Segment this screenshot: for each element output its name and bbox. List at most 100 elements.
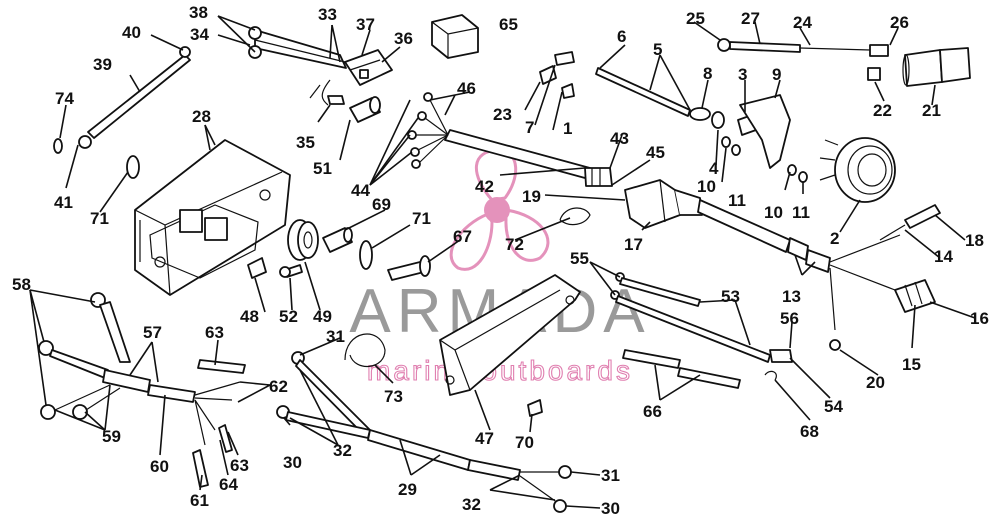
part-28-control-box [134, 139, 291, 296]
part-11-washer-right [798, 171, 808, 183]
part-36-connector [344, 49, 393, 86]
part-47-regulator [439, 274, 581, 396]
label-10b: 10 [764, 203, 783, 222]
label-39: 39 [93, 55, 112, 74]
label-30b: 30 [601, 499, 620, 518]
part-20-terminal [829, 339, 841, 351]
label-31a: 31 [326, 327, 345, 346]
label-58: 58 [12, 275, 31, 294]
label-40: 40 [122, 23, 141, 42]
label-59: 59 [102, 427, 121, 446]
label-56: 56 [780, 309, 799, 328]
label-65: 65 [499, 15, 518, 34]
label-28: 28 [192, 107, 211, 126]
label-3: 3 [738, 65, 747, 84]
label-23: 23 [493, 105, 512, 124]
part-66-sleeve-a [622, 349, 681, 369]
label-43: 43 [610, 129, 629, 148]
label-46: 46 [457, 79, 476, 98]
label-34: 34 [190, 25, 209, 44]
label-24: 24 [793, 13, 812, 32]
part-43-plug [584, 167, 613, 187]
part-16-connector [894, 279, 936, 313]
label-21: 21 [922, 101, 941, 120]
label-61: 61 [190, 491, 209, 510]
part-33-harness [248, 26, 347, 106]
callout-labels: 1 2 3 4 5 6 7 8 9 10 10 11 11 13 14 15 1… [12, 3, 989, 518]
part-4-nut [711, 111, 725, 129]
label-19: 19 [522, 187, 541, 206]
label-15: 15 [902, 355, 921, 374]
label-37: 37 [356, 15, 375, 34]
label-8: 8 [703, 64, 712, 83]
label-47: 47 [475, 429, 494, 448]
watermark-logo [449, 148, 550, 271]
part-69-sleeve [322, 227, 353, 253]
part-65-relay [431, 14, 479, 59]
label-11a: 11 [728, 191, 746, 210]
part-74-washer [53, 138, 63, 154]
label-32b: 32 [462, 495, 481, 514]
part-51-boot [349, 96, 381, 123]
label-63b: 63 [230, 456, 249, 475]
label-6: 6 [617, 27, 626, 46]
label-2: 2 [830, 229, 839, 248]
label-5: 5 [653, 40, 662, 59]
label-68: 68 [800, 422, 819, 441]
label-10a: 10 [697, 177, 716, 196]
part-67-bolt [387, 255, 431, 281]
label-74: 74 [55, 89, 74, 108]
part-23-bracket [539, 65, 557, 85]
label-42: 42 [475, 177, 494, 196]
label-52: 52 [279, 307, 298, 326]
label-30a: 30 [283, 453, 302, 472]
label-31b: 31 [601, 466, 620, 485]
part-73-clamp [344, 333, 386, 368]
label-41: 41 [54, 193, 73, 212]
label-71b: 71 [412, 209, 431, 228]
part-46-harness [407, 92, 591, 179]
part-10-washer-left [721, 136, 731, 148]
part-11-washer-left [731, 144, 741, 156]
part-48-clip [247, 257, 267, 279]
label-26: 26 [890, 13, 909, 32]
label-11b: 11 [792, 203, 810, 222]
part-2-gauge [819, 137, 896, 203]
label-66: 66 [643, 402, 662, 421]
label-51: 51 [313, 159, 332, 178]
part-14-lead [879, 204, 941, 241]
part-71-washer-right [359, 240, 373, 270]
label-33: 33 [318, 5, 337, 24]
label-20: 20 [866, 373, 885, 392]
label-70: 70 [515, 433, 534, 452]
label-4: 4 [709, 159, 719, 178]
label-64: 64 [219, 475, 238, 494]
part-29-cable [276, 351, 572, 513]
label-71a: 71 [90, 209, 109, 228]
label-49: 49 [313, 307, 332, 326]
label-69: 69 [372, 195, 391, 214]
label-18: 18 [965, 231, 984, 250]
part-22-pin [867, 67, 881, 81]
label-57: 57 [143, 323, 162, 342]
leader-lines [29, 15, 976, 509]
part-17-plug [624, 179, 703, 229]
part-68-clip [764, 370, 777, 381]
label-25: 25 [686, 9, 705, 28]
label-29: 29 [398, 480, 417, 499]
label-14: 14 [934, 247, 953, 266]
part-57-battery-cable [38, 292, 151, 420]
label-60: 60 [150, 457, 169, 476]
label-1: 1 [563, 119, 572, 138]
part-5-lead [595, 67, 711, 121]
label-62: 62 [269, 377, 288, 396]
label-72: 72 [505, 235, 524, 254]
label-32a: 32 [333, 441, 352, 460]
label-38: 38 [189, 3, 208, 22]
label-73: 73 [384, 387, 403, 406]
part-70-screw [527, 399, 543, 417]
label-53: 53 [721, 287, 740, 306]
label-27: 27 [741, 9, 760, 28]
